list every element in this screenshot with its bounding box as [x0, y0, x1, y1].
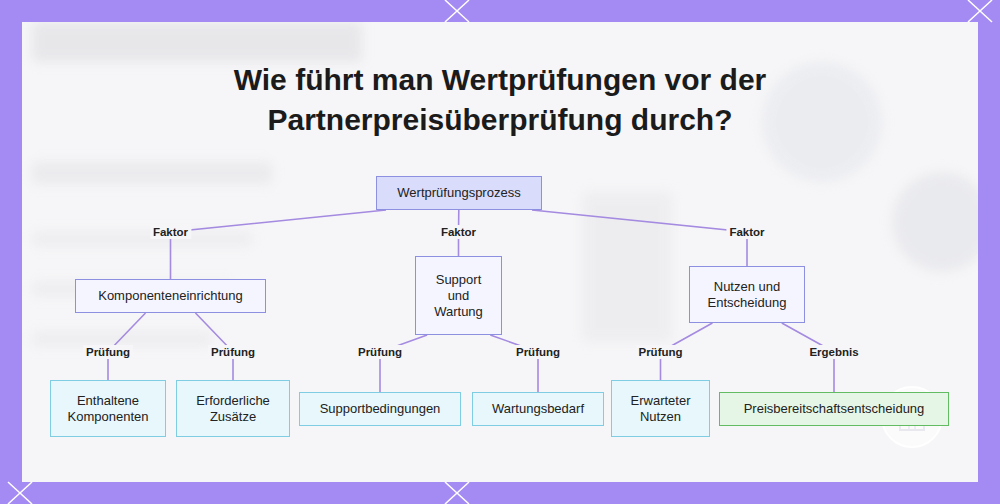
node-text: Komponenteneinrichtung	[98, 288, 243, 304]
result-box: Preisbereitschaftsentscheidung	[719, 392, 949, 426]
edge-label: Prüfung	[635, 345, 685, 359]
factor-box: Support und Wartung	[415, 256, 502, 335]
tree-connector	[490, 335, 538, 392]
check-box: Erforderliche Zusätze	[176, 380, 290, 437]
edge-label: Prüfung	[83, 345, 133, 359]
check-box: Supportbedingungen	[299, 392, 461, 426]
node-text: Preisbereitschaftsentscheidung	[744, 401, 925, 417]
tree-connector	[171, 210, 387, 279]
check-box: Wartungsbedarf	[472, 392, 604, 426]
check-box: Enthaltene Komponenten	[50, 380, 166, 437]
edge-label: Faktor	[150, 225, 191, 239]
edge-label: Prüfung	[355, 345, 405, 359]
tree-connector	[532, 210, 747, 266]
factor-box: Nutzen und Entscheidung	[689, 266, 805, 323]
node-text: Support und Wartung	[428, 272, 489, 320]
edge-label: Prüfung	[208, 345, 258, 359]
node-text: Enthaltene Komponenten	[59, 393, 157, 425]
edge-label: Faktor	[726, 225, 767, 239]
check-box: Erwarteter Nutzen	[611, 380, 710, 437]
node-text: Erforderliche Zusätze	[185, 393, 281, 425]
factor-box: Komponenteneinrichtung	[75, 279, 266, 313]
edge-label: Ergebnis	[806, 345, 861, 359]
node-text: Supportbedingungen	[320, 401, 441, 417]
tree-connector	[380, 335, 427, 392]
node-text: Nutzen und Entscheidung	[700, 279, 794, 311]
node-text: Wartungsbedarf	[492, 401, 584, 417]
diagram-title: Wie führt man Wertprüfungen vor der Part…	[190, 60, 810, 140]
node-text: Wertprüfungsprozess	[397, 185, 520, 201]
edge-label: Prüfung	[513, 345, 563, 359]
corner-cross	[8, 0, 992, 504]
root-box: Wertprüfungsprozess	[376, 176, 542, 210]
node-text: Erwarteter Nutzen	[620, 393, 701, 425]
edge-label: Faktor	[438, 225, 479, 239]
